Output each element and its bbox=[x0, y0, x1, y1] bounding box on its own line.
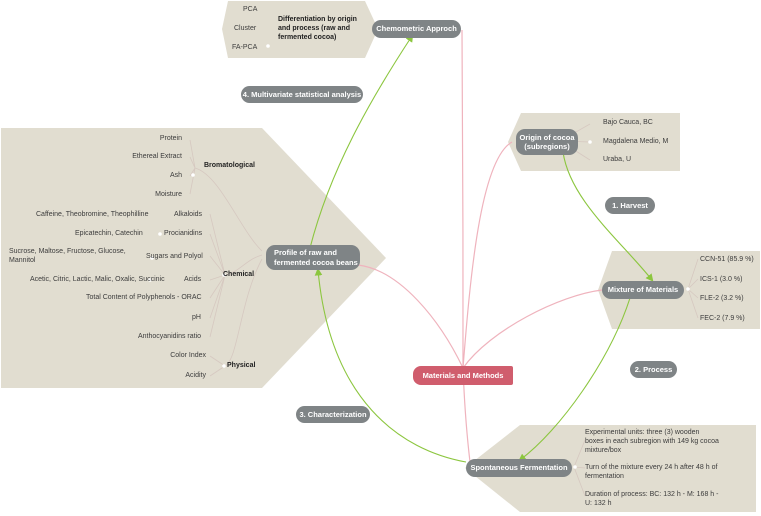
orac-label: Total Content of Polyphenols - ORAC bbox=[86, 294, 202, 301]
fermentation-note-units: Experimental units: three (3) wooden box… bbox=[585, 429, 719, 454]
alkaloids-label: Alkaloids bbox=[174, 211, 203, 218]
profile-panel bbox=[1, 128, 386, 388]
chemometric-node[interactable]: Chemometric Approch bbox=[372, 20, 461, 38]
bromatological-protein: Protein bbox=[159, 135, 182, 142]
acids-detail: Acetic, Citric, Lactic, Malic, Oxalic, S… bbox=[30, 276, 165, 283]
fermentation-note-turn: Turn of the mixture every 24 h after 48 … bbox=[585, 464, 718, 480]
process-node[interactable]: 2. Process bbox=[630, 361, 677, 378]
bromatological-ash: Ash bbox=[169, 172, 182, 179]
anthocyanidins-label: Anthocyanidins ratio bbox=[138, 333, 202, 340]
fermentation-note-duration: Duration of process: BC: 132 h - M: 168 … bbox=[585, 491, 719, 507]
sugars-label: Sugars and Polyol bbox=[146, 253, 203, 260]
characterization-node[interactable]: 3. Characterization bbox=[296, 406, 370, 423]
harvest-node[interactable]: 1. Harvest bbox=[605, 197, 655, 214]
fermentation-node[interactable]: Spontaneous Fermentation bbox=[466, 459, 572, 477]
profile-node[interactable]: Profile of raw and fermented cocoa beans bbox=[266, 245, 360, 270]
method-cluster: Cluster bbox=[234, 25, 257, 32]
fermentation-panel bbox=[465, 425, 756, 512]
chemometric-purpose: Differentiation by origin and process (r… bbox=[278, 16, 357, 41]
physical-label: Physical bbox=[227, 362, 256, 369]
mixture-item-ics1: ICS-1 (3.0 %) bbox=[700, 276, 743, 283]
chemometric-panel bbox=[222, 1, 378, 58]
central-node-materials-methods[interactable]: Materials and Methods bbox=[413, 366, 513, 385]
bromatological-ethereal: Ethereal Extract bbox=[132, 153, 182, 160]
bromatological-label: Bromatological bbox=[204, 162, 255, 169]
method-pca: PCA bbox=[243, 6, 258, 13]
origin-panel bbox=[508, 113, 680, 171]
subregion-magdalena: Magdalena Medio, M bbox=[603, 138, 669, 145]
physical-acidity: Acidity bbox=[185, 372, 206, 379]
method-fa-pca: FA-PCA bbox=[232, 44, 258, 51]
procianidins-label: Procianidins bbox=[164, 230, 203, 237]
mixture-item-fle2: FLE-2 (3.2 %) bbox=[700, 295, 744, 302]
mixture-node[interactable]: Mixture of Materials bbox=[602, 281, 684, 299]
acids-label: Acids bbox=[184, 276, 202, 283]
ph-label: pH bbox=[192, 314, 201, 321]
alkaloids-detail: Caffeine, Theobromine, Theophilline bbox=[36, 211, 149, 218]
chemical-label: Chemical bbox=[223, 271, 255, 278]
subregion-bajo-cauca: Bajo Cauca, BC bbox=[603, 119, 653, 126]
mixture-item-fec2: FEC-2 (7.9 %) bbox=[700, 315, 745, 322]
physical-color-index: Color Index bbox=[170, 352, 206, 359]
bromatological-moisture: Moisture bbox=[155, 191, 182, 198]
multivariate-node[interactable]: 4. Multivariate statistical analysis bbox=[241, 86, 363, 103]
mixture-item-ccn51: CCN-51 (85.9 %) bbox=[700, 256, 754, 263]
sugars-detail: Sucrose, Maltose, Fructose, Glucose, Man… bbox=[9, 248, 126, 264]
subregion-uraba: Uraba, U bbox=[603, 156, 632, 163]
origin-node[interactable]: Origin of cocoa (subregions) bbox=[516, 129, 578, 155]
procianidins-detail: Epicatechin, Catechin bbox=[75, 230, 143, 237]
